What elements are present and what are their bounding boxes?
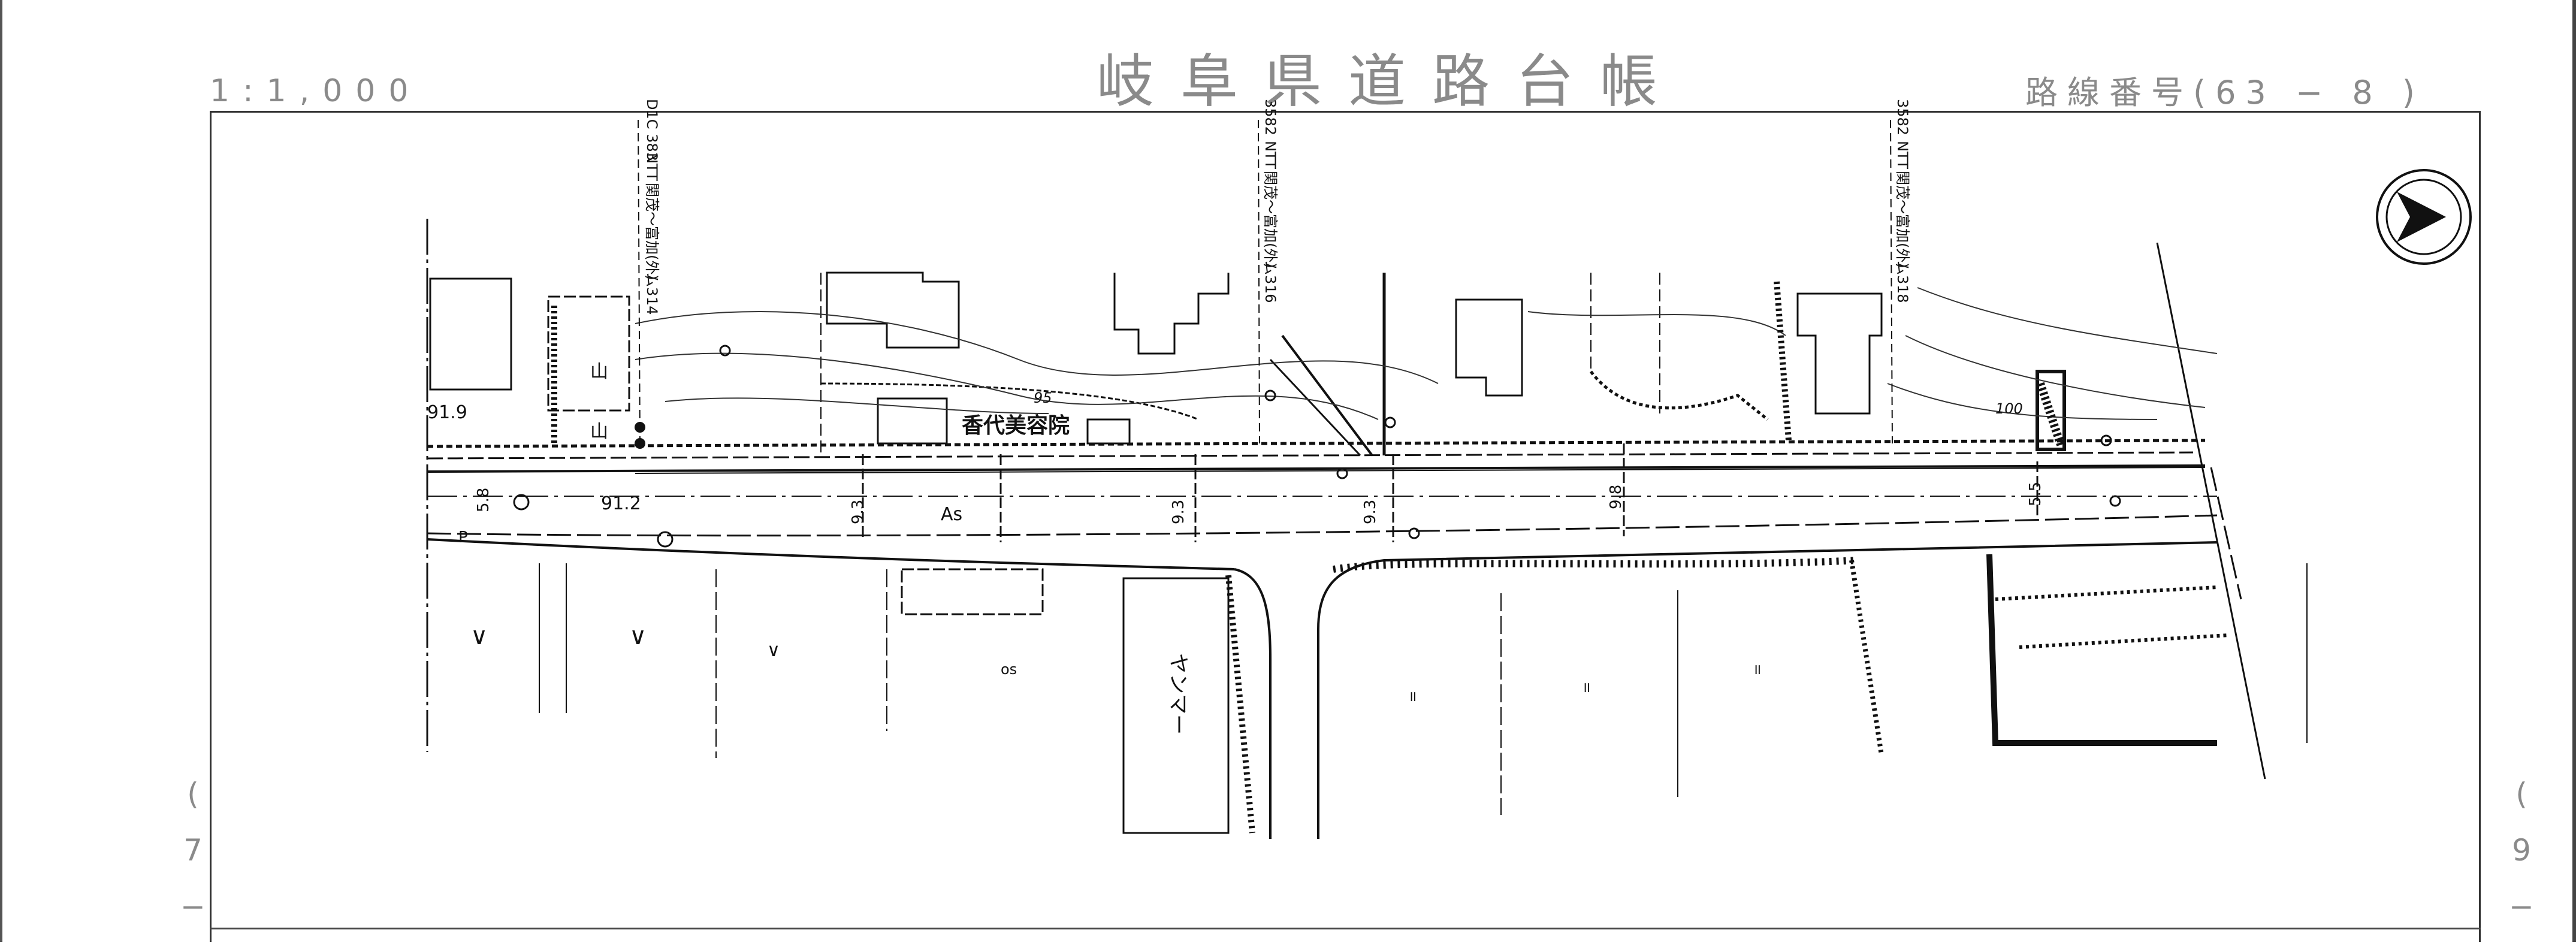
prev-sheet-number: 7 bbox=[183, 833, 203, 868]
sheet-right-edge bbox=[2572, 0, 2576, 942]
pole-code: 3582 bbox=[1894, 99, 1911, 135]
building bbox=[1455, 298, 1523, 397]
vegetation-symbol: ∨ bbox=[629, 623, 647, 650]
width-label: 9.3 bbox=[1170, 500, 1188, 524]
page-title: 岐阜県道路台帳 bbox=[1097, 48, 1684, 115]
next-sheet-number: 9 bbox=[2512, 833, 2531, 868]
pole-annotation-2: 3582 NTT 関茂〜富加(外) ム3 16 bbox=[1262, 99, 1279, 303]
field-symbol: ॥ bbox=[1753, 661, 1761, 678]
road-edges bbox=[427, 451, 2218, 839]
map-frame bbox=[210, 111, 2481, 942]
map-boundary bbox=[426, 219, 2266, 780]
parcel-lines bbox=[539, 273, 2308, 815]
pole-name: 関茂〜富加(外) bbox=[644, 183, 660, 280]
north-arrow-icon bbox=[2376, 169, 2472, 265]
pole-line: ム3 bbox=[644, 273, 660, 296]
shop-name: ヤンマー bbox=[1166, 653, 1190, 735]
pole-line: ム3 bbox=[1262, 261, 1279, 284]
parking-symbol: P bbox=[458, 529, 468, 547]
pole-number: 14 bbox=[644, 297, 660, 315]
width-label: 5.5 bbox=[2027, 482, 2045, 506]
walls bbox=[427, 281, 2206, 448]
map-scale: 1:1,000 bbox=[210, 73, 422, 109]
field-symbol: ॥ bbox=[1408, 688, 1417, 705]
elevation-point: 91.2 bbox=[601, 493, 641, 514]
prev-sheet-ref[interactable]: ( 7 − bbox=[175, 779, 211, 948]
svg-text:9.3: 9.3 bbox=[1361, 500, 1379, 524]
svg-text:9.8: 9.8 bbox=[1607, 485, 1625, 509]
elevation-point: 91.9 bbox=[427, 402, 467, 423]
sheet-left-edge bbox=[0, 0, 2, 942]
next-sheet-ref[interactable]: ( 9 − bbox=[2503, 779, 2539, 948]
building bbox=[2036, 370, 2066, 451]
mountain-label: 山 bbox=[590, 421, 608, 442]
manhole-symbols bbox=[513, 345, 2121, 548]
land-use-os: os bbox=[1001, 661, 1017, 678]
building bbox=[1086, 418, 1131, 445]
pole-name: 関茂〜富加(外) bbox=[1894, 171, 1911, 268]
svg-text:5.5: 5.5 bbox=[2027, 482, 2045, 506]
contour-lines bbox=[635, 287, 2218, 420]
field-symbol: ॥ bbox=[1582, 679, 1590, 696]
contour-label: 100 bbox=[1995, 400, 2023, 417]
pole-annotation-3: 3582 NTT 関茂〜富加(外) ム3 18 bbox=[1894, 99, 1911, 303]
width-label: 5.8 bbox=[475, 488, 493, 512]
buildings bbox=[429, 271, 2066, 834]
pole-code: 3582 bbox=[1262, 99, 1279, 135]
building bbox=[826, 271, 960, 349]
building bbox=[901, 568, 1044, 615]
width-label: 9.3 bbox=[1361, 500, 1379, 524]
building bbox=[1796, 292, 1883, 415]
width-label: 9.3 bbox=[849, 500, 867, 524]
pole-number: 18 bbox=[1894, 285, 1911, 303]
svg-text:5.8: 5.8 bbox=[475, 488, 493, 512]
next-sheet-dash: − bbox=[2509, 889, 2534, 924]
building bbox=[547, 295, 630, 412]
svg-text:9.3: 9.3 bbox=[849, 500, 867, 524]
mountain-label: 山 bbox=[590, 361, 608, 382]
pole-owner: NTT bbox=[1262, 141, 1279, 169]
road-surface: As bbox=[941, 504, 962, 525]
frame-bottom-line bbox=[210, 928, 2481, 929]
vegetation-symbol: ∨ bbox=[470, 623, 488, 650]
shop-label: ヤンマー bbox=[1166, 653, 1190, 735]
pole-annotation-1: D1C 383 NTT 関茂〜富加(外) ム3 14 bbox=[644, 99, 660, 315]
width-label: 9.8 bbox=[1607, 485, 1625, 509]
pole-name: 関茂〜富加(外) bbox=[1262, 171, 1279, 268]
prev-sheet-open: ( bbox=[187, 777, 199, 811]
vegetation-symbol: ∨ bbox=[767, 640, 780, 661]
shop-building bbox=[1122, 577, 1230, 834]
width-markers bbox=[862, 443, 2039, 542]
pole-number: 16 bbox=[1262, 285, 1279, 303]
contour-label: 95 bbox=[1034, 390, 1052, 406]
building bbox=[1113, 273, 1230, 355]
pole-code: D1C 383 bbox=[644, 99, 660, 161]
salon-label: 香代美容院 bbox=[962, 413, 1070, 438]
next-sheet-open: ( bbox=[2515, 777, 2527, 811]
pole-owner: NTT bbox=[1894, 141, 1911, 169]
route-number: 路線番号(63 − 8 ) bbox=[2025, 74, 2424, 111]
pole-line: ム3 bbox=[1894, 261, 1911, 284]
utility-poles bbox=[635, 119, 1893, 449]
pole-owner: NTT bbox=[644, 153, 660, 181]
svg-text:9.3: 9.3 bbox=[1170, 500, 1188, 524]
prev-sheet-dash: − bbox=[180, 889, 206, 924]
side-road-banks bbox=[1225, 554, 2230, 834]
building bbox=[429, 277, 512, 391]
